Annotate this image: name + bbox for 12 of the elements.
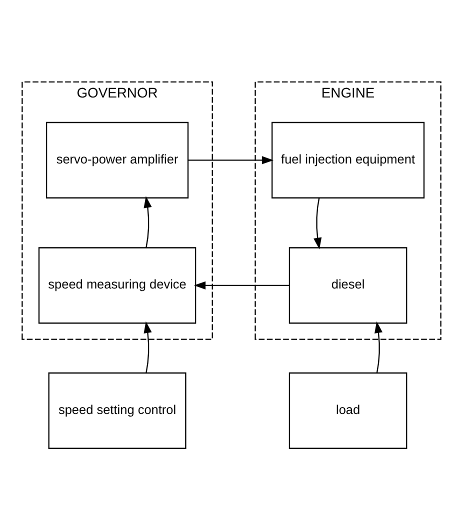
- arrow: [374, 320, 383, 372]
- node-box: servo-power amplifier: [46, 121, 189, 198]
- node-box: speed measuring device: [38, 246, 196, 324]
- node-box: diesel: [288, 246, 408, 324]
- node-box: fuel injection equipment: [272, 121, 425, 198]
- node-box: load: [288, 372, 408, 448]
- arrow: [314, 197, 322, 249]
- arrow: [144, 196, 152, 248]
- node-box: speed setting control: [48, 372, 186, 448]
- arrow: [144, 320, 152, 372]
- arrow: [194, 280, 290, 289]
- arrow: [188, 156, 274, 164]
